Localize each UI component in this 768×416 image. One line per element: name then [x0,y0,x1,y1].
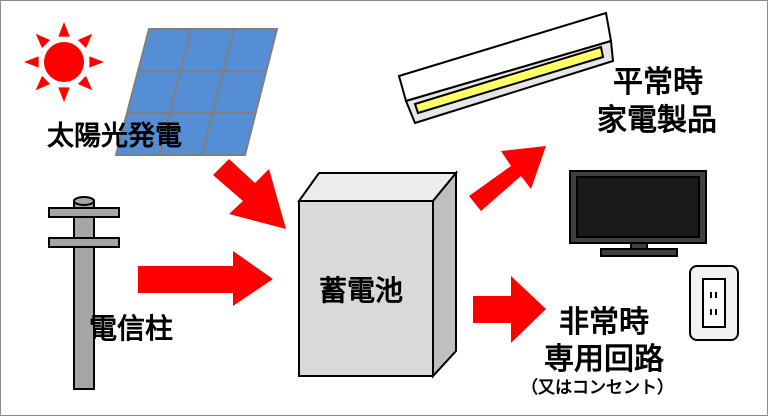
emergency-label: 非常時 [559,305,649,340]
sun-ray [35,75,51,91]
sun-ray [77,33,93,49]
solar-panel-icon [114,28,279,156]
sun-ray [77,75,93,91]
appliances-label: 家電製品 [597,103,717,138]
sun-ray [24,56,39,68]
sun-ray [89,56,104,68]
television-icon [569,170,707,257]
power-outlet-icon [689,265,739,341]
arrow-battery-to-appliances [469,146,546,211]
arrow-pole-to-battery [138,251,273,306]
battery-box-icon [297,170,459,379]
fluorescent-light-icon [397,11,615,125]
dedicated-circuit-label: 専用回路 [544,342,664,377]
normal-time-label: 平常時 [613,65,703,100]
battery-label: 蓄電池 [319,274,404,307]
sun-ray [35,33,51,49]
sun-ray [58,87,70,102]
utility-pole-icon [48,196,120,390]
sun-icon [24,22,104,102]
sun-ray [58,22,70,37]
outlet-note-label: （又はコンセント） [521,378,674,398]
arrow-solar-to-battery [213,159,286,229]
solar-power-label: 太陽光発電 [47,121,182,152]
arrow-battery-to-emergency [473,276,546,343]
utility-pole-label: 電信柱 [89,312,174,345]
